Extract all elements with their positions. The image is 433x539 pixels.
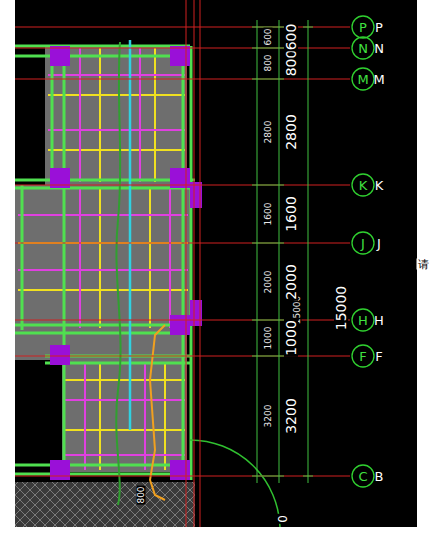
- note-text: 请: [417, 259, 430, 270]
- axis-bubble: HH: [351, 308, 393, 332]
- axis-bubble: MM: [351, 67, 393, 91]
- dimension-text: 800: [284, 49, 298, 78]
- axis-letter: C: [358, 470, 367, 483]
- arc: [190, 440, 280, 527]
- axis-letter: H: [374, 314, 384, 327]
- hatch-area: [15, 482, 195, 527]
- dimension-text: 3200: [284, 397, 298, 435]
- pipe-cyan: [129, 40, 132, 430]
- axis-letter: N: [358, 42, 368, 55]
- bubble-circle: [351, 344, 393, 368]
- model-ground: [15, 0, 417, 527]
- dimension-line: [252, 20, 313, 483]
- dimension-text: 1000: [264, 326, 273, 351]
- beam-outline: [15, 46, 195, 480]
- axis-letter: M: [373, 73, 384, 86]
- pipe-orange: [150, 325, 165, 500]
- axis-letter: F: [375, 350, 382, 363]
- dimension-text: 1600: [264, 202, 273, 227]
- axis-letter: P: [359, 21, 367, 34]
- bubble-circle: [351, 173, 393, 197]
- axis-letter: F: [359, 350, 366, 363]
- dimension-text: 2000: [264, 270, 273, 295]
- axis-letter: J: [361, 237, 365, 250]
- pipe-green: [116, 42, 120, 505]
- opening: [15, 366, 59, 462]
- axis-letter: P: [375, 21, 383, 34]
- dimension-text: 2800: [284, 113, 298, 151]
- dimension-text: 3200: [264, 404, 273, 429]
- axis-bubble: KK: [351, 173, 393, 197]
- dimension-text: 600: [264, 27, 273, 46]
- axis-bubble: CB: [351, 464, 393, 488]
- dimension-text: 15000: [334, 285, 348, 332]
- bubble-circle: [351, 231, 393, 255]
- dimension-text: 800: [264, 53, 273, 72]
- bubble-circle: [351, 308, 393, 332]
- bubble-circle: [351, 15, 393, 39]
- slab: [15, 185, 190, 330]
- axis-letter: K: [359, 179, 368, 192]
- dimension-text: 2000: [284, 263, 298, 301]
- axis-letter: K: [375, 179, 384, 192]
- axis-bubble: NN: [351, 36, 393, 60]
- dimension-text: 600: [284, 23, 298, 52]
- dimension-text: 1000: [284, 319, 298, 357]
- axis-letter: B: [375, 470, 384, 483]
- axis-letter: N: [374, 42, 384, 55]
- bubble-circle: [351, 36, 393, 60]
- slab: [45, 45, 187, 185]
- dimension-text: 1600: [284, 195, 298, 233]
- bubble-circle: [351, 67, 393, 91]
- column: [50, 46, 202, 480]
- axis-bubble: PP: [351, 15, 393, 39]
- dimension-text: 2800: [264, 120, 273, 145]
- axis-letter: J: [377, 237, 381, 250]
- slab: [62, 360, 187, 472]
- bubble-circle: [351, 464, 393, 488]
- dimension-text: 800: [137, 485, 146, 504]
- dimension-text: 0: [277, 514, 289, 524]
- axis-bubble: JJ: [351, 231, 393, 255]
- axis-letter: M: [357, 73, 368, 86]
- axis-line: [15, 0, 350, 527]
- axis-letter: H: [358, 314, 368, 327]
- axis-bubble: FF: [351, 344, 393, 368]
